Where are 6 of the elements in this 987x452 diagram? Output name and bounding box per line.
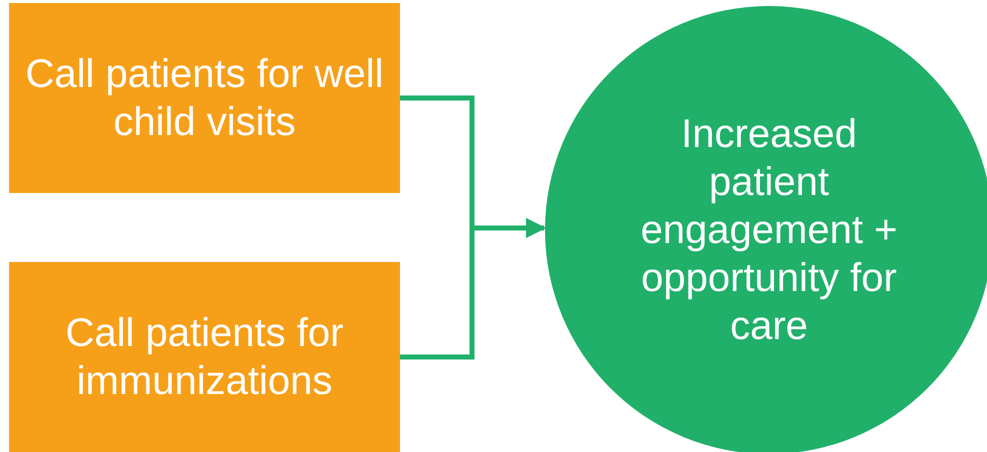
- node-text: Call patients for well child visits: [24, 51, 384, 146]
- node-text: Call patients for immunizations: [64, 310, 344, 405]
- node-text: Increased patient engagement + opportunity for care: [640, 111, 898, 350]
- connector-arrow: [400, 218, 546, 360]
- process-box: [9, 262, 400, 452]
- process-box: [9, 3, 400, 193]
